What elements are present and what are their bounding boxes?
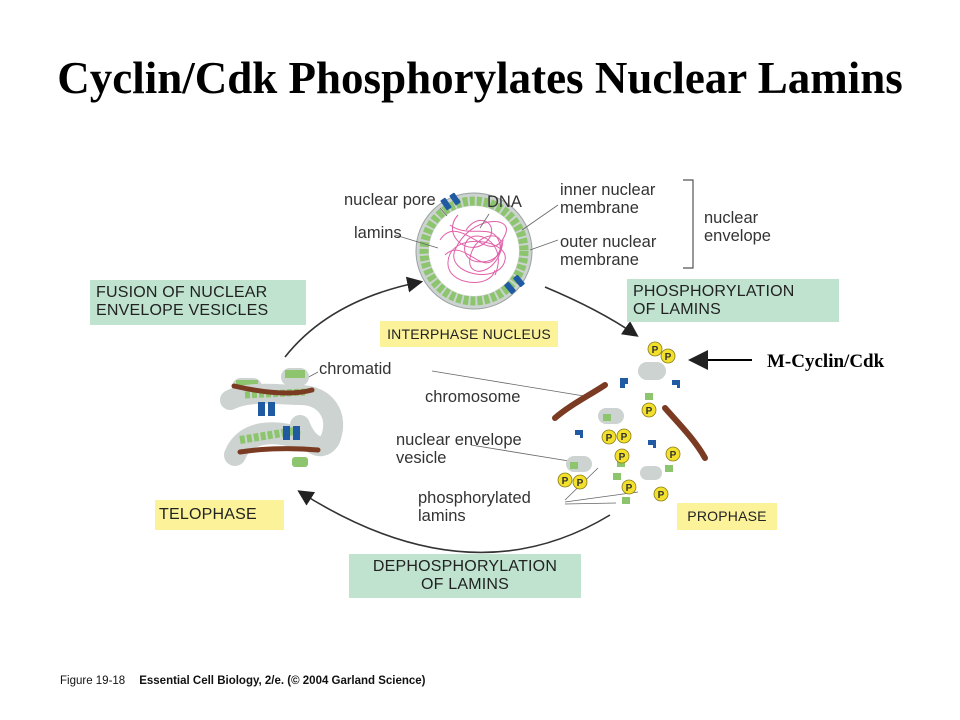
- fusion-stage-box: FUSION OF NUCLEAR ENVELOPE VESICLES: [90, 280, 306, 325]
- label-phosphorylated-lamins-line2: lamins: [418, 507, 466, 525]
- telophase-vesicles: [220, 368, 344, 467]
- phosphate-label: P: [621, 432, 628, 443]
- label-envelope-vesicle-line1: nuclear envelope: [396, 431, 522, 449]
- phosphate-label: P: [658, 490, 665, 501]
- label-outer-membrane: outer nuclear membrane: [560, 233, 656, 269]
- phosphorylation-stage-line1: PHOSPHORYLATION: [633, 283, 795, 300]
- caption-figure-number: Figure 19-18: [60, 675, 126, 687]
- interphase-stage-box: INTERPHASE NUCLEUS: [380, 321, 558, 347]
- interphase-nucleus: [415, 192, 533, 310]
- prophase-chromosomes: [552, 382, 708, 461]
- label-lamins: lamins: [354, 224, 402, 242]
- phosphate-label: P: [562, 476, 569, 487]
- figure-caption: Figure 19-18 Essential Cell Biology, 2/e.…: [60, 675, 426, 687]
- label-nuclear-envelope-line1: nuclear: [704, 209, 759, 227]
- label-nuclear-envelope-line2: envelope: [704, 227, 771, 245]
- lamin-fragments: [570, 393, 673, 504]
- mcyclin-cdk-annotation: M-Cyclin/Cdk: [767, 351, 885, 372]
- label-outer-membrane-line2: membrane: [560, 251, 639, 269]
- phosphate-label: P: [646, 406, 653, 417]
- phosphate-label: P: [670, 450, 677, 461]
- envelope-bracket: [683, 179, 694, 269]
- label-chromatid: chromatid: [319, 360, 392, 378]
- phosphate-label: P: [665, 352, 672, 363]
- dephosphorylation-stage-box: DEPHOSPHORYLATION OF LAMINS: [349, 554, 581, 598]
- label-leaders: [287, 204, 639, 505]
- label-inner-membrane-line2: membrane: [560, 199, 639, 217]
- chromatid-strand: [231, 383, 315, 396]
- label-envelope-vesicle-line2: vesicle: [396, 449, 447, 467]
- label-inner-membrane-line1: inner nuclear: [560, 181, 656, 199]
- phosphate-label: P: [577, 478, 584, 489]
- prophase-pores: [575, 378, 680, 448]
- phosphate-label: P: [652, 345, 659, 356]
- cycle-arrow-bottom: [297, 490, 611, 554]
- label-nuclear-envelope: nuclear envelope: [704, 209, 771, 245]
- label-outer-membrane-line1: outer nuclear: [560, 233, 657, 251]
- telophase-stage-box: TELOPHASE: [155, 500, 284, 530]
- fusion-stage-line1: FUSION OF NUCLEAR: [96, 284, 268, 301]
- dna-tangle: [439, 214, 507, 283]
- cycle-arrow-top-left: [284, 276, 424, 358]
- phosphate-label: P: [606, 433, 613, 444]
- page-title: Cyclin/Cdk Phosphorylates Nuclear Lamins: [57, 53, 903, 103]
- prophase-stage-box: PROPHASE: [677, 503, 777, 530]
- dephosphorylation-stage-line1: DEPHOSPHORYLATION: [372, 558, 558, 575]
- fusion-stage-line2: ENVELOPE VESICLES: [96, 302, 269, 319]
- phosphate-label: P: [619, 452, 626, 463]
- phosphorylation-stage-line2: OF LAMINS: [633, 301, 722, 318]
- label-phosphorylated-lamins: phosphorylated lamins: [418, 489, 531, 525]
- cycle-arrow-top-right: [544, 286, 639, 337]
- phosphorylation-stage-box: PHOSPHORYLATION OF LAMINS: [627, 279, 839, 322]
- nuclear-pores: [440, 192, 525, 295]
- label-inner-membrane: inner nuclear membrane: [560, 181, 655, 217]
- label-nuclear-pore: nuclear pore: [344, 191, 436, 209]
- dephosphorylation-stage-line2: OF LAMINS: [420, 576, 510, 593]
- phosphate-label: P: [626, 483, 633, 494]
- label-envelope-vesicle: nuclear envelope vesicle: [396, 431, 522, 467]
- label-dna: DNA: [487, 193, 522, 211]
- label-phosphorylated-lamins-line1: phosphorylated: [418, 489, 531, 507]
- caption-source: Essential Cell Biology, 2/e. (© 2004 Gar…: [139, 675, 426, 687]
- label-chromosome: chromosome: [425, 388, 521, 406]
